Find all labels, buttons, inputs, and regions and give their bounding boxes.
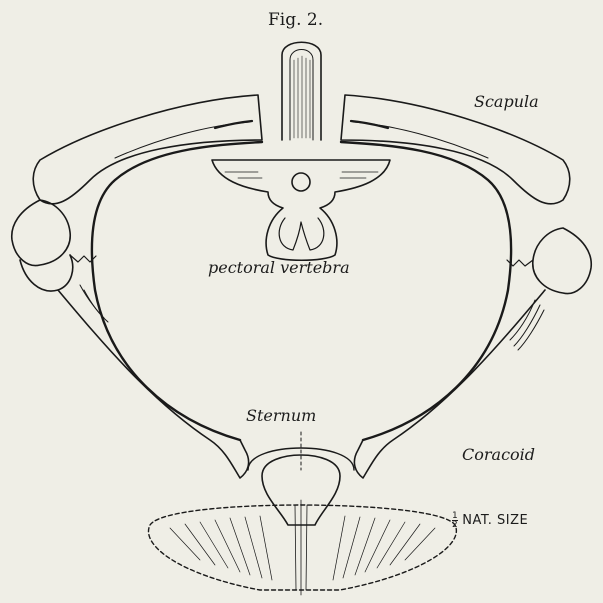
scapula-label: Scapula [474, 92, 539, 111]
left-shoulder-joint [12, 200, 70, 266]
left-coracoid [58, 290, 249, 478]
sternum-label: Sternum [246, 406, 316, 425]
left-scapula [33, 95, 262, 204]
vertebra-body [212, 160, 390, 260]
coracoid-label: Coracoid [462, 445, 535, 464]
scale-label: 1 2 NAT. SIZE [452, 512, 528, 529]
vertebra-spine [282, 42, 321, 140]
sternum-plate [148, 505, 456, 590]
scale-numerator: 1 [452, 512, 458, 520]
scale-fraction: 1 2 [452, 512, 458, 529]
scale-denominator: 2 [452, 520, 458, 529]
right-shoulder-joint [533, 228, 591, 294]
figure-title: Fig. 2. [268, 10, 323, 30]
pectoral-vertebra-label: pectoral vertebra [208, 258, 350, 277]
right-scapula [341, 95, 570, 204]
scale-text: NAT. SIZE [462, 513, 528, 528]
neural-canal [292, 173, 310, 191]
